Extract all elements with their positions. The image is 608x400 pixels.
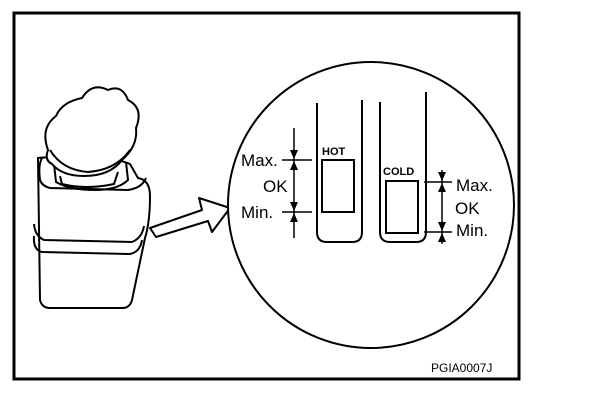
reservoir-tank — [32, 86, 152, 309]
magnify-arrow — [149, 197, 231, 238]
hot-gauge: HOT Max. OK Min. — [241, 100, 363, 243]
cold-gauge-window — [385, 180, 419, 234]
cold-min-arrow-down — [438, 222, 446, 231]
hot-min-arrow-down — [290, 202, 298, 211]
cold-max-arrow-down — [438, 172, 446, 181]
hot-gauge-tube — [316, 100, 363, 243]
hot-min-label: Min. — [241, 203, 273, 222]
cold-max-arrow-up — [438, 183, 446, 192]
reservoir-cap — [44, 86, 140, 178]
cold-max-label: Max. — [456, 176, 493, 195]
hot-min-arrow-up — [290, 213, 298, 222]
hot-gauge-window — [321, 159, 355, 213]
magnified-view-circle — [227, 61, 515, 349]
hot-ok-label: OK — [263, 177, 288, 196]
cold-min-arrow-up — [438, 233, 446, 242]
hot-max-label: Max. — [241, 151, 278, 170]
figure-code: PGIA0007J — [431, 361, 492, 375]
hot-max-arrow-up — [290, 161, 298, 170]
cold-gauge-tag: COLD — [383, 166, 414, 178]
cold-min-label: Min. — [456, 221, 488, 240]
cold-gauge: COLD Max. OK Min. — [379, 92, 493, 244]
hot-gauge-tag: HOT — [322, 146, 346, 158]
cold-ok-label: OK — [455, 199, 480, 218]
cold-gauge-tube — [379, 92, 427, 243]
hot-max-arrow-down — [290, 150, 298, 159]
